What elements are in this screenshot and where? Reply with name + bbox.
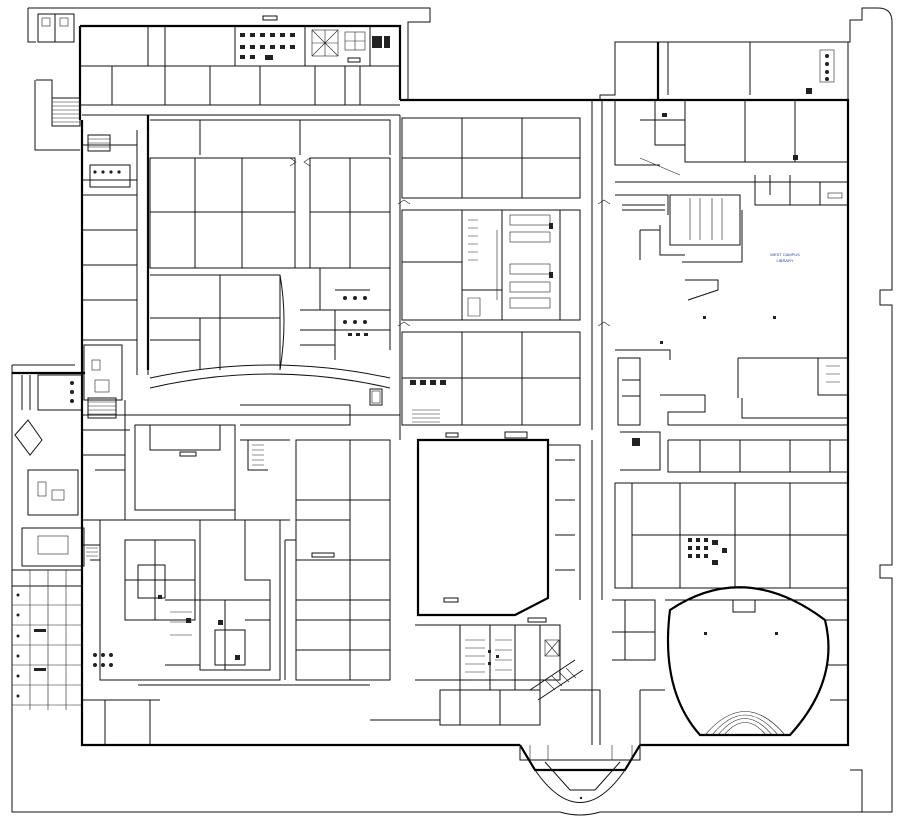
west-column-rooms bbox=[82, 134, 138, 419]
north-west-wing bbox=[36, 13, 400, 127]
central-north-block bbox=[401, 117, 581, 439]
west-entry bbox=[12, 371, 85, 567]
library-name-label-line2: LIBRARY bbox=[776, 258, 793, 263]
library-name-label: WEST CAMPUS bbox=[770, 252, 800, 257]
east-north-block bbox=[614, 41, 849, 206]
east-theater bbox=[612, 586, 848, 745]
west-classroom-block bbox=[136, 115, 391, 406]
room-tag-boxes bbox=[179, 451, 547, 623]
south-west-interior bbox=[82, 400, 400, 745]
south-entry-rotunda bbox=[519, 745, 641, 803]
south-west-grid bbox=[12, 569, 82, 710]
east-library: WEST CAMPUS LIBRARY bbox=[615, 194, 849, 471]
building-exterior-walls bbox=[78, 24, 850, 772]
east-middle-block bbox=[614, 440, 849, 589]
corridor-details bbox=[82, 100, 611, 745]
central-south-block bbox=[370, 438, 601, 745]
site-outline bbox=[11, 7, 893, 816]
